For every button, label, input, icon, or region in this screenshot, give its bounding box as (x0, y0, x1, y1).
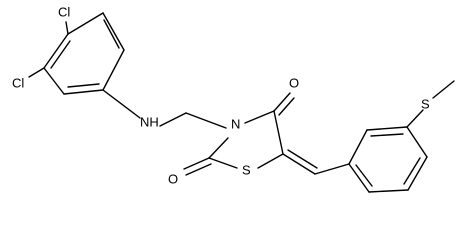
dichlorophenyl-ring (43, 12, 125, 95)
aminomethyl-linker (102, 89, 227, 129)
atom-cl-top: Cl (58, 5, 70, 20)
atom-cl-left: Cl (12, 76, 24, 91)
chloro-bonds (28, 21, 69, 78)
methylthiophenyl-ring (348, 126, 428, 193)
atom-s-methyl: S (421, 97, 430, 112)
methylthio-bonds (406, 80, 455, 128)
carbonyl-bonds (183, 92, 295, 176)
benzylidene-double-bond (282, 149, 350, 175)
thiazolidinedione-ring (208, 110, 284, 169)
atom-o-top: O (289, 76, 299, 91)
atom-n-ring: N (231, 117, 240, 132)
atom-s-ring: S (242, 163, 251, 178)
atom-o-bottom: O (168, 172, 178, 187)
chemical-structure-diagram: Cl Cl NH N O O S S (12, 5, 455, 193)
atom-nh: NH (140, 115, 159, 130)
